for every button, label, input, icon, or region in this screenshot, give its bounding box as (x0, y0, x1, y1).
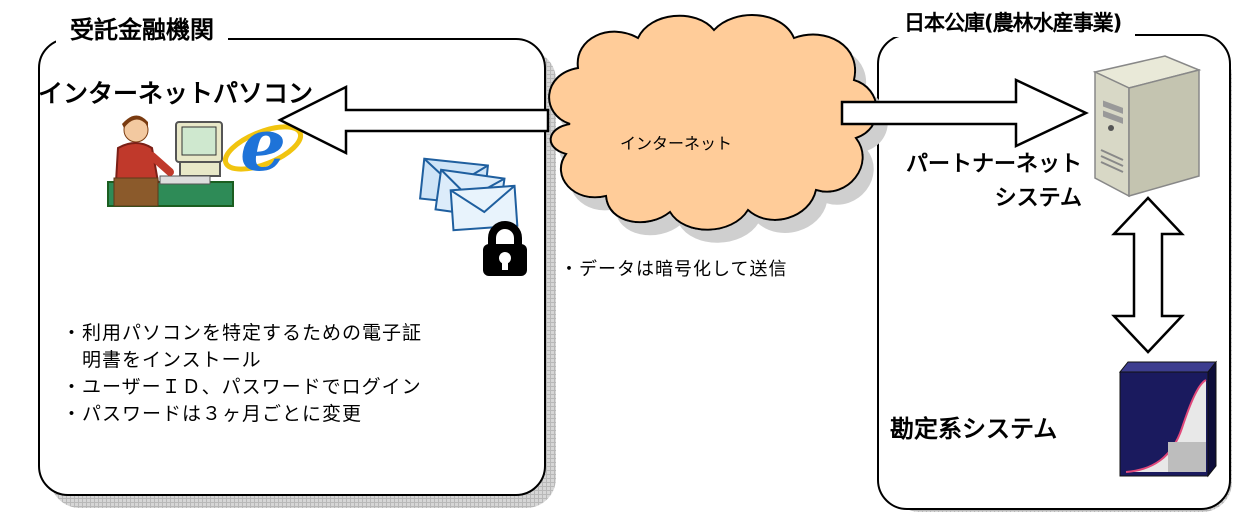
mail-envelopes-icon (418, 157, 519, 232)
left-panel-title: 受託金融機関 (56, 14, 228, 46)
accounting-label: 勘定系システム (890, 415, 1058, 443)
browser-e-icon: e (222, 102, 304, 187)
pc-label: インターネットパソコン (38, 79, 314, 108)
internet-cloud (548, 14, 878, 231)
cloud-label: インターネット (620, 134, 733, 153)
partner-net-label: パートナーネット システム (898, 148, 1082, 216)
vertical-double-arrow (1111, 196, 1185, 354)
left-notes: ・利用パソコンを特定するための電子証 明書をインストール ・ユーザーＩＤ、パスワ… (62, 320, 422, 428)
note-line: ・ユーザーＩＤ、パスワードでログイン (62, 376, 422, 398)
partner-net-line-2: システム (994, 186, 1082, 211)
pc-user-icon (107, 115, 234, 207)
svg-text:e: e (240, 102, 286, 187)
note-line: 明書をインストール (62, 349, 262, 371)
partner-net-line-1: パートナーネット (905, 152, 1082, 177)
padlock-icon (483, 221, 527, 276)
database-box-icon (1118, 360, 1218, 478)
note-line: ・利用パソコンを特定するための電子証 (62, 322, 423, 344)
note-line: ・パスワードは３ヶ月ごとに変更 (62, 403, 363, 425)
encryption-note: ・データは暗号化して送信 (560, 259, 788, 280)
right-arrow (840, 78, 1089, 148)
left-arrow (277, 84, 550, 156)
right-panel-title: 日本公庫(農林水産事業) (890, 9, 1136, 37)
server-icon (1092, 55, 1202, 198)
